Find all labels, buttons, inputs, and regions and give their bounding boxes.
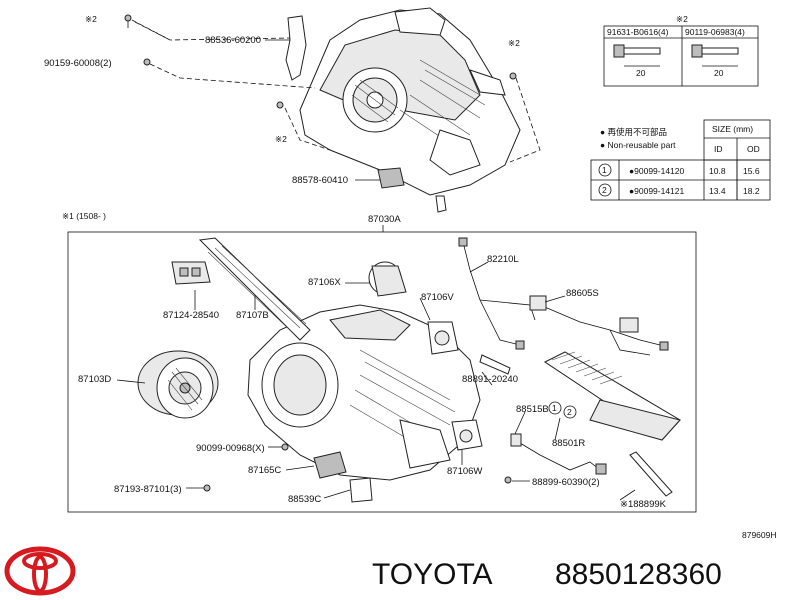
circle-label-2: 2 [567,407,572,417]
bolt1-length: 20 [636,68,646,78]
top-leader-lines [131,19,541,181]
bolt-table: ※2 91631-B0616(4) 90119-06983(4) 20 20 [603,14,759,87]
seal-row1-id: 10.8 [709,166,726,176]
label-90099-00968: 90099-00968(X) [196,443,265,454]
seal-row1-od: 15.6 [743,166,760,176]
label-87030A: 87030A [368,214,401,225]
lower-parts-drawing: 1 2 [137,237,681,503]
label-82210L: 82210L [487,254,519,265]
part-number: 8850128360 [555,558,722,591]
label-88891-20240: 88891-20240 [462,374,518,385]
label-87193-87101: 87193-87101(3) [114,484,182,495]
seal-row2-od: 18.2 [743,186,760,196]
circle-label-1: 1 [552,403,557,413]
label-88539C: 88539C [288,494,321,505]
label-87107B: 87107B [236,310,269,321]
label-88501R: 88501R [552,438,585,449]
lower-callouts: 82210L 87106X 88605S 87106V 87124-28540 … [78,254,667,510]
bolt2-length: 20 [714,68,724,78]
exploded-view-frame [67,231,697,513]
top-heater-unit-drawing [124,7,521,213]
label-88536-60200: 88536-60200 [205,35,261,46]
lower-leader-lines [116,261,636,501]
label-87103D: 87103D [78,374,111,385]
seal-row1-no: 1 [602,165,607,175]
size-header: SIZE (mm) [712,124,753,134]
diagram-code: 879609H [742,530,777,540]
od-header: OD [747,144,760,154]
seal-legend-jp: ● 再使用不可部品 [600,127,667,137]
label-87106V: 87106V [421,292,454,303]
top-callouts: ※2 88536-60200 90159-60008(2) ※2 ※2 8857… [44,14,520,186]
label-90159-60008: 90159-60008(2) [44,58,112,69]
seal-table: ● 再使用不可部品 ● Non-reusable part SIZE (mm) … [590,119,771,201]
note-mark-b: ※2 [508,38,520,48]
note-1508: ※1 (1508- ) [62,211,106,221]
label-88605S: 88605S [566,288,599,299]
label-88899-60390: 88899-60390(2) [532,477,600,488]
label-87106W: 87106W [447,466,482,477]
note-mark-c: ※2 [275,134,287,144]
id-header: ID [714,144,723,154]
bolt-col1-label: 91631-B0616(4) [607,27,669,37]
label-87124-28540: 87124-28540 [163,310,219,321]
seal-legend-en: ● Non-reusable part [600,140,676,150]
bolt-col2-label: 90119-06983(4) [685,27,745,37]
label-87165C: 87165C [248,465,281,476]
brand-name: TOYOTA [372,558,493,591]
bolt-table-note: ※2 [676,14,688,24]
toyota-logo [4,546,76,596]
label-88515B: 88515B [516,404,549,415]
seal-row2-part: ●90099-14121 [629,186,685,196]
note-mark-a: ※2 [85,14,97,24]
seal-row2-id: 13.4 [709,186,726,196]
seal-row2-no: 2 [602,185,607,195]
label-87106X: 87106X [308,277,341,288]
seal-row1-part: ●90099-14120 [629,166,685,176]
label-88899K: ※188899K [620,499,667,510]
label-88578-60410: 88578-60410 [292,175,348,186]
